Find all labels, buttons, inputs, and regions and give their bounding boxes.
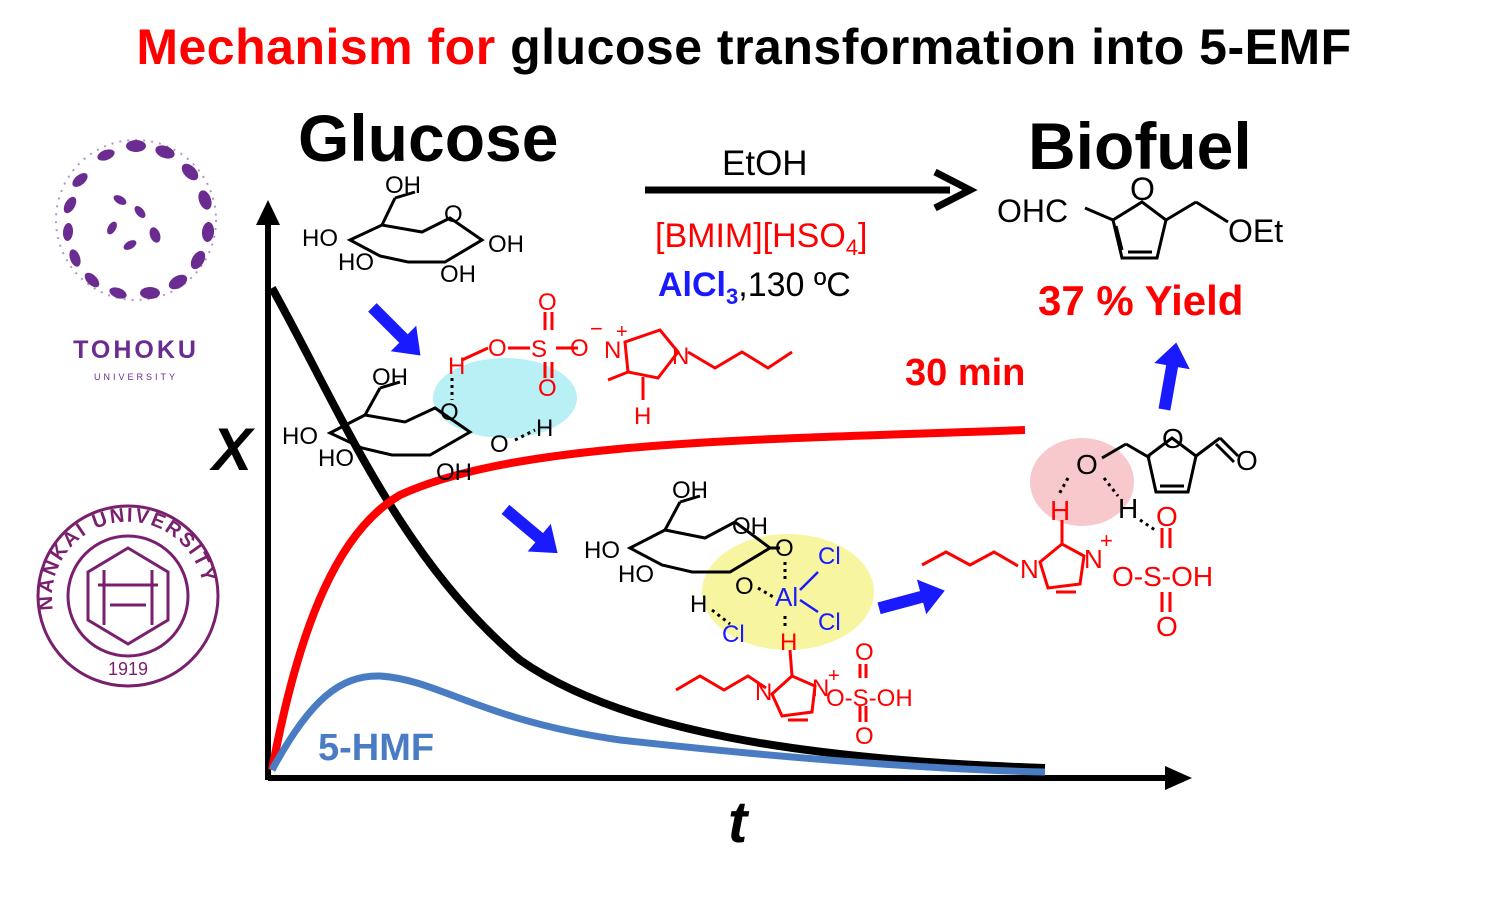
bmim-right-plus: + <box>1100 528 1113 553</box>
catalyst-label: AlCl3,130 ºC <box>658 266 851 309</box>
reactant-label: Glucose <box>298 101 559 175</box>
glucose-conversion-curve <box>268 286 1046 772</box>
hso4-low-o-top: O <box>855 639 874 666</box>
hso4-o4: O <box>570 335 589 362</box>
hso4-o1: O <box>488 335 507 362</box>
x-axis-label: t <box>728 790 750 855</box>
glc-ho-1: HO <box>302 225 338 252</box>
glc-mid-ho-2: HO <box>318 445 354 472</box>
tohoku-logo: TOHOKU UNIVERSITY <box>55 139 217 382</box>
glc-low-ho-1: HO <box>584 537 620 564</box>
product-label: Biofuel <box>1028 109 1252 183</box>
glc-low-h: H <box>690 591 707 618</box>
hmf-curve <box>268 672 1046 776</box>
hso4-bmim-mid <box>461 312 793 400</box>
glc-low-oh-1: OH <box>672 477 708 504</box>
hso4-h: H <box>448 353 465 380</box>
hmf-structure <box>1101 436 1240 494</box>
glc-low-o2: O <box>735 573 754 600</box>
bmim-plus: + <box>616 321 628 343</box>
glc-ho-2: HO <box>338 249 374 276</box>
reaction-arrow <box>645 168 978 212</box>
glucose-structure-top <box>346 190 485 264</box>
cl-2: Cl <box>818 609 841 636</box>
cyan-highlight <box>433 358 577 438</box>
bmim-low-plus: + <box>828 665 840 687</box>
emf-yield-curve <box>268 426 1026 771</box>
pink-highlight <box>1030 438 1134 526</box>
svg-text:NANKAI UNIVERSITY: NANKAI UNIVERSITY <box>35 504 220 611</box>
bmim-hso4-right <box>921 520 1172 612</box>
nankai-year: 1919 <box>108 659 148 679</box>
glc-low-oh-2: OH <box>732 513 768 540</box>
hso4-right-o-bottom: O <box>1156 611 1178 642</box>
bmim-low-h: H <box>780 629 797 656</box>
glc-ring-o-1: O <box>444 201 463 228</box>
glc-mid-oh-1: OH <box>372 364 408 391</box>
page-title: Mechanism for glucose transformation int… <box>0 18 1488 76</box>
glc-low-ho-2: HO <box>618 561 654 588</box>
emf-ring-o: O <box>1130 171 1155 207</box>
emf-structure <box>1084 200 1229 260</box>
hmf-h: H <box>1118 493 1138 524</box>
nankai-logo: NANKAI UNIVERSITY 1919 <box>35 504 220 688</box>
hso4-s: S <box>531 336 547 363</box>
hmf-carbonyl-o: O <box>1236 445 1258 476</box>
plot-axes <box>256 200 1192 790</box>
hso4-low-o-bottom: O <box>855 723 874 750</box>
hso4-right-chain: O-S-OH <box>1112 561 1213 592</box>
bmim-low-n1: N <box>755 679 772 706</box>
yield-label: 37 % Yield <box>1038 277 1243 324</box>
al-atom: Al <box>775 582 798 612</box>
hso4-right-o-top: O <box>1156 501 1178 532</box>
title-part-red: Mechanism for <box>136 19 496 75</box>
nankai-name: NANKAI UNIVERSITY <box>35 504 218 611</box>
cl-1: Cl <box>818 543 841 570</box>
bmim-n2: N <box>672 343 689 370</box>
cl-3: Cl <box>722 621 745 648</box>
emf-ohc: OHC <box>997 193 1068 229</box>
time-label: 30 min <box>905 352 1025 394</box>
tohoku-sub: UNIVERSITY <box>94 372 178 382</box>
glc-mid-ho-1: HO <box>282 423 318 450</box>
glc-mid-oh-2: OH <box>436 459 472 486</box>
bmim-hso4-low <box>675 649 868 722</box>
glc-mid-o: O <box>490 431 509 458</box>
hmf-label: 5-HMF <box>318 727 434 769</box>
glc-mid-h: H <box>536 415 553 442</box>
glc-oh-2: OH <box>488 231 524 258</box>
hso4-o3: O <box>538 375 557 402</box>
hso4-low-chain: O-S-OH <box>826 685 913 712</box>
glc-oh-3: OH <box>440 261 476 288</box>
step-arrows <box>368 303 1190 615</box>
glc-low-o1: O <box>775 535 794 562</box>
solvent-label: EtOH <box>722 144 808 183</box>
hmf-ring-o: O <box>1162 423 1184 454</box>
title-part-black: glucose transformation into 5-EMF <box>510 19 1352 75</box>
bmim-n1: N <box>604 337 621 364</box>
ionic-liquid-label: [BMIM][HSO4] <box>655 217 868 260</box>
glc-oh-1: OH <box>385 172 421 199</box>
glucose-structure-mid <box>326 380 473 457</box>
hso4-o2: O <box>538 289 557 316</box>
bmim-low-n2: N <box>812 675 829 702</box>
hso4-minus: − <box>590 316 603 341</box>
bmim-right-h: H <box>1050 495 1070 526</box>
bmim-right-n1: N <box>1020 554 1039 584</box>
emf-oet: OEt <box>1228 213 1283 249</box>
y-axis-label: X <box>209 416 256 483</box>
tohoku-name: TOHOKU <box>73 336 199 364</box>
hmf-o-ether: O <box>1076 449 1098 480</box>
bmim-h: H <box>634 403 651 430</box>
glucose-structure-low <box>626 494 780 574</box>
glc-mid-ring-o: O <box>440 399 459 426</box>
bmim-right-n2: N <box>1084 544 1103 574</box>
